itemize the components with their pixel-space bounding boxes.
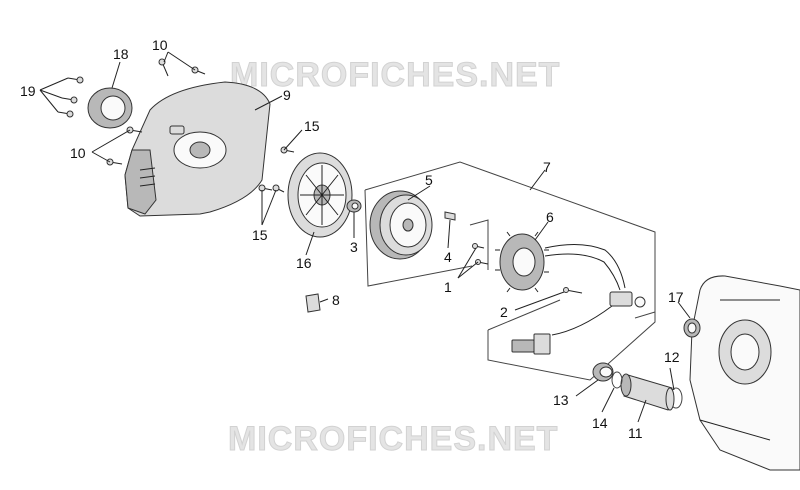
callout-1: 1 [444,279,452,295]
fan-cover-part [124,81,271,217]
pickup-connector-part [511,287,646,355]
callout-3: 3 [350,239,358,255]
watermark-bottom: MICROFICHES.NET [228,420,558,458]
callout-5: 5 [425,172,433,188]
callout-16: 16 [296,255,312,271]
callout-4: 4 [444,249,452,265]
screws-1 [472,243,489,265]
crankcase-part [689,275,800,471]
callout-labels: 18 10 19 9 10 15 15 16 3 5 7 6 4 1 8 2 1… [20,37,684,441]
callout-13: 13 [553,392,569,408]
key-part [444,211,456,221]
callout-17: 17 [668,289,684,305]
callout-8: 8 [332,292,340,308]
nut-part [346,199,362,213]
assembly-frame-7 [364,161,656,381]
callout-15-bottom: 15 [252,227,268,243]
o-ring-14-part [611,371,623,389]
callout-10-left: 10 [70,145,86,161]
leader-lines [39,51,691,423]
stator-part [495,231,626,293]
callout-11: 11 [628,425,643,441]
callout-18: 18 [113,46,129,62]
cooling-fan-part [287,152,353,238]
callout-10-top: 10 [152,37,168,53]
callout-7: 7 [543,159,551,175]
watermark-top: MICROFICHES.NET [230,56,560,94]
seal-ring-part [87,87,133,129]
callout-6: 6 [546,209,554,225]
callout-9: 9 [283,87,291,103]
screws-19 [57,76,84,118]
callout-19: 19 [20,83,36,99]
flywheel-rotor-part [369,190,433,260]
bracket-part [305,293,321,313]
callout-2: 2 [500,304,508,320]
callout-15-top: 15 [304,118,320,134]
shaft-part [620,373,675,411]
cap-part [592,362,614,382]
oil-seal-part [683,318,701,338]
callout-14: 14 [592,415,608,431]
callout-12: 12 [664,349,680,365]
